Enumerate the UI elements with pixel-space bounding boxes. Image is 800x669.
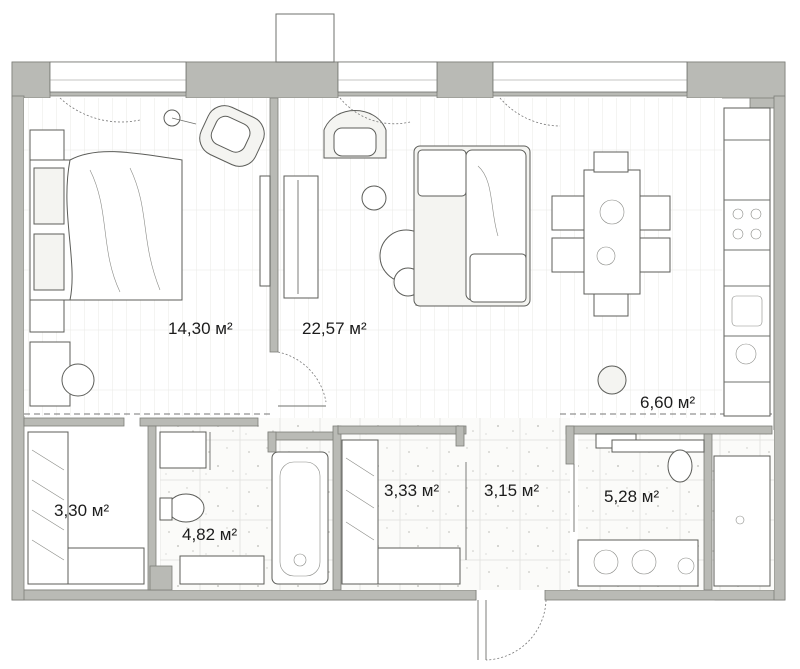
balcony [275,13,335,63]
area-label-living: 22,57 м² [302,319,367,338]
doors [59,97,575,661]
bedside-table-bottom [29,299,65,333]
area-label-hallway: 3,15 м² [484,481,539,500]
outer-walls [11,61,786,601]
wardrobe-mid-unit [341,439,461,585]
area-label-bedroom: 14,30 м² [168,319,233,338]
tv-wall-panel [259,175,319,299]
desk-chair [61,363,95,397]
kitchen-counter [723,107,771,417]
armchair-living [323,110,387,159]
area-label-kitchen: 6,60 м² [640,393,695,412]
area-label-wardrobe-left: 3,30 м² [54,501,109,520]
armchair-bedroom [199,105,265,167]
side-table [361,185,387,211]
kitchen-person [597,365,627,395]
area-label-wardrobe-mid: 3,33 м² [384,481,439,500]
wardrobe-left-unit [27,431,145,585]
bed [29,151,183,301]
area-label-bathroom-right: 5,28 м² [604,487,659,506]
windows [49,61,688,93]
sofa [413,145,531,307]
inner-walls [23,97,773,591]
bathroom-left-fixtures [159,431,329,585]
area-labels: 14,30 м² 22,57 м² 6,60 м² 3,30 м² 4,82 м… [54,319,695,544]
bathroom-right-fixtures [577,433,771,587]
bedside-table-top [29,129,65,161]
dining-table [551,151,671,317]
floor-lamp [163,109,197,127]
area-label-bathroom-left: 4,82 м² [182,525,237,544]
